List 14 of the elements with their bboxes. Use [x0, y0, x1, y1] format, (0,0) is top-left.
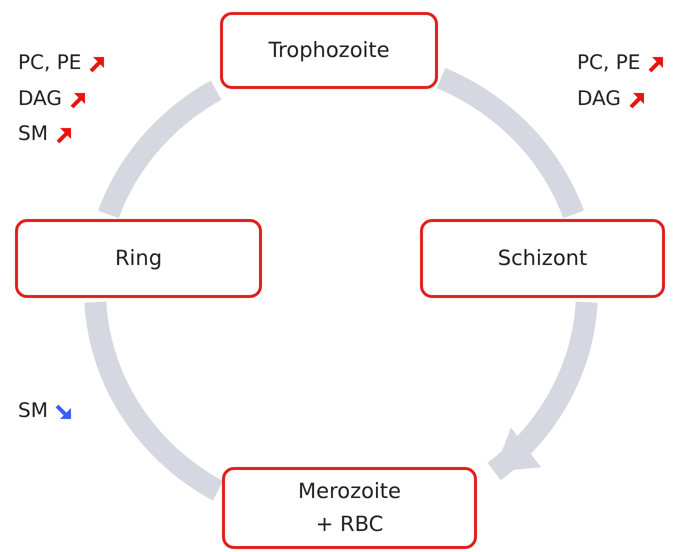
stage-label: Ring	[114, 245, 162, 272]
stage-label: Trophozoite	[268, 37, 390, 64]
stage-box	[420, 219, 665, 298]
lipid-label: SM	[18, 121, 48, 145]
stage-box	[222, 467, 477, 549]
lipid-label: PC, PE	[577, 50, 640, 74]
lipid-label: SM	[18, 398, 48, 422]
lipid-label: DAG	[577, 86, 621, 110]
stage-label: Schizont	[498, 245, 588, 272]
stage-box	[220, 12, 438, 89]
lipid-label: PC, PE	[18, 50, 82, 74]
lipid-label: DAG	[18, 86, 62, 110]
stage-box	[15, 219, 262, 298]
stage-label: Merozoite + RBC	[297, 478, 402, 538]
